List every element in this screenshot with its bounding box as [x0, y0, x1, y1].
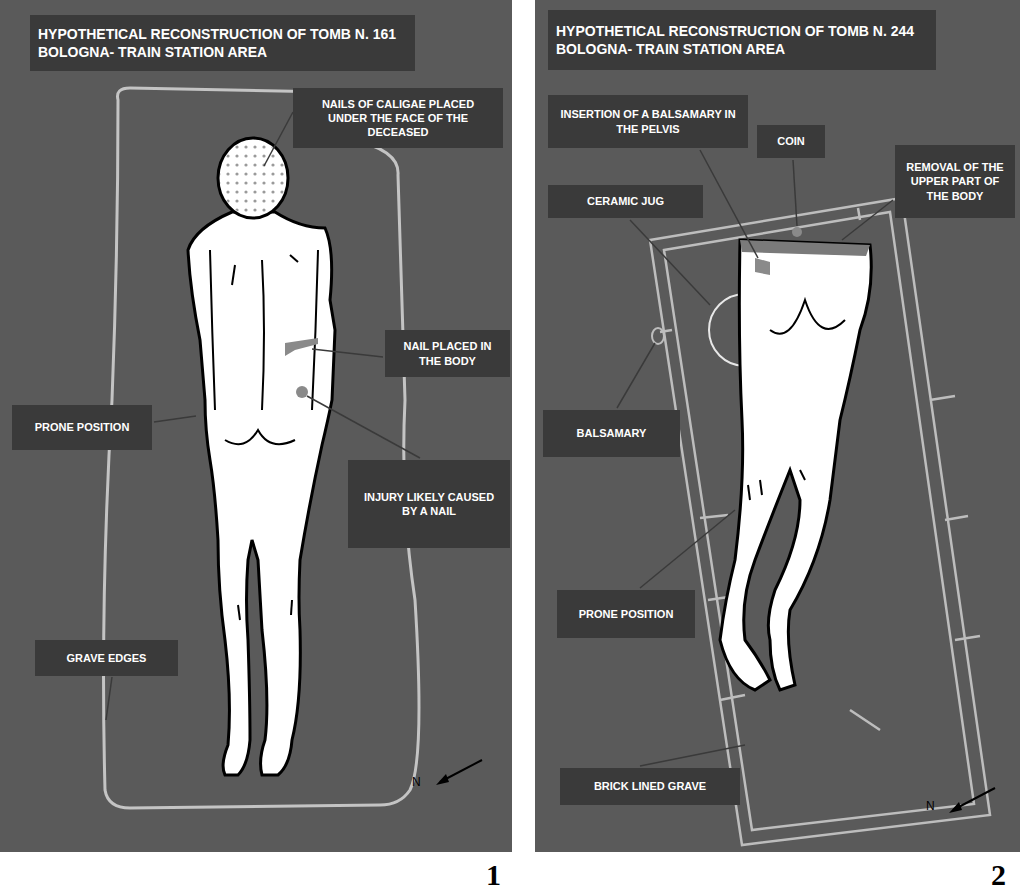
head: [218, 138, 288, 218]
callout-box: PRONE POSITION: [12, 405, 152, 450]
leader-lines: [617, 150, 893, 766]
panel-ground: [535, 0, 1020, 852]
body-details: [210, 250, 318, 620]
callout-text: NAIL PLACED IN THE BODY: [393, 339, 502, 368]
balsamary: [652, 328, 664, 344]
injury: [296, 386, 308, 398]
callout-text: BRICK LINED GRAVE: [568, 779, 732, 793]
cut-section: [740, 240, 870, 256]
callout-text: PRONE POSITION: [565, 607, 687, 621]
callout-box: REMOVAL OF THE UPPER PART OF THE BODY: [895, 145, 1015, 218]
panel-number: 1: [486, 858, 501, 892]
coin: [792, 227, 802, 237]
callout-box: CERAMIC JUG: [548, 185, 703, 218]
north-label: N: [926, 799, 935, 813]
title-text: HYPOTHETICAL RECONSTRUCTION OF TOMB N. 2…: [556, 22, 928, 58]
callout-text: NAILS OF CALIGAE PLACED UNDER THE FACE O…: [301, 97, 495, 140]
callout-text: REMOVAL OF THE UPPER PART OF THE BODY: [903, 160, 1007, 203]
callout-box: PRONE POSITION: [557, 590, 695, 638]
nail: [285, 338, 318, 356]
callout-text: COIN: [765, 134, 817, 148]
callout-box: NAIL PLACED IN THE BODY: [385, 330, 510, 377]
leader-lines: [106, 112, 420, 720]
title-box: HYPOTHETICAL RECONSTRUCTION OF TOMB N. 2…: [548, 10, 936, 70]
caligae-nails: [220, 140, 286, 216]
callout-box: GRAVE EDGES: [35, 640, 178, 676]
callout-text: INSERTION OF A BALSAMARY IN THE PELVIS: [556, 107, 740, 136]
callout-box: BRICK LINED GRAVE: [560, 768, 740, 805]
north-arrow: [436, 774, 449, 785]
panel-ground: [0, 0, 512, 852]
callout-box: NAILS OF CALIGAE PLACED UNDER THE FACE O…: [293, 88, 503, 148]
north-label: N: [412, 775, 421, 789]
pelvis-balsamary: [755, 258, 770, 275]
leg-details: [748, 300, 845, 500]
prone-legs: [720, 240, 871, 690]
callout-box: COIN: [757, 125, 825, 158]
callout-text: PRONE POSITION: [20, 420, 144, 434]
callout-text: BALSAMARY: [551, 426, 672, 440]
callout-text: GRAVE EDGES: [43, 651, 170, 665]
panel-number: 2: [991, 858, 1006, 892]
north-arrow: [949, 802, 962, 813]
callout-box: INSERTION OF A BALSAMARY IN THE PELVIS: [548, 95, 748, 148]
title-text: HYPOTHETICAL RECONSTRUCTION OF TOMB N. 1…: [38, 25, 407, 61]
callout-box: INJURY LIKELY CAUSED BY A NAIL: [348, 460, 510, 548]
prone-body: [188, 212, 335, 775]
title-box: HYPOTHETICAL RECONSTRUCTION OF TOMB N. 1…: [30, 15, 415, 71]
callout-text: CERAMIC JUG: [556, 194, 695, 208]
callout-text: INJURY LIKELY CAUSED BY A NAIL: [356, 490, 502, 519]
callout-box: BALSAMARY: [543, 410, 680, 457]
